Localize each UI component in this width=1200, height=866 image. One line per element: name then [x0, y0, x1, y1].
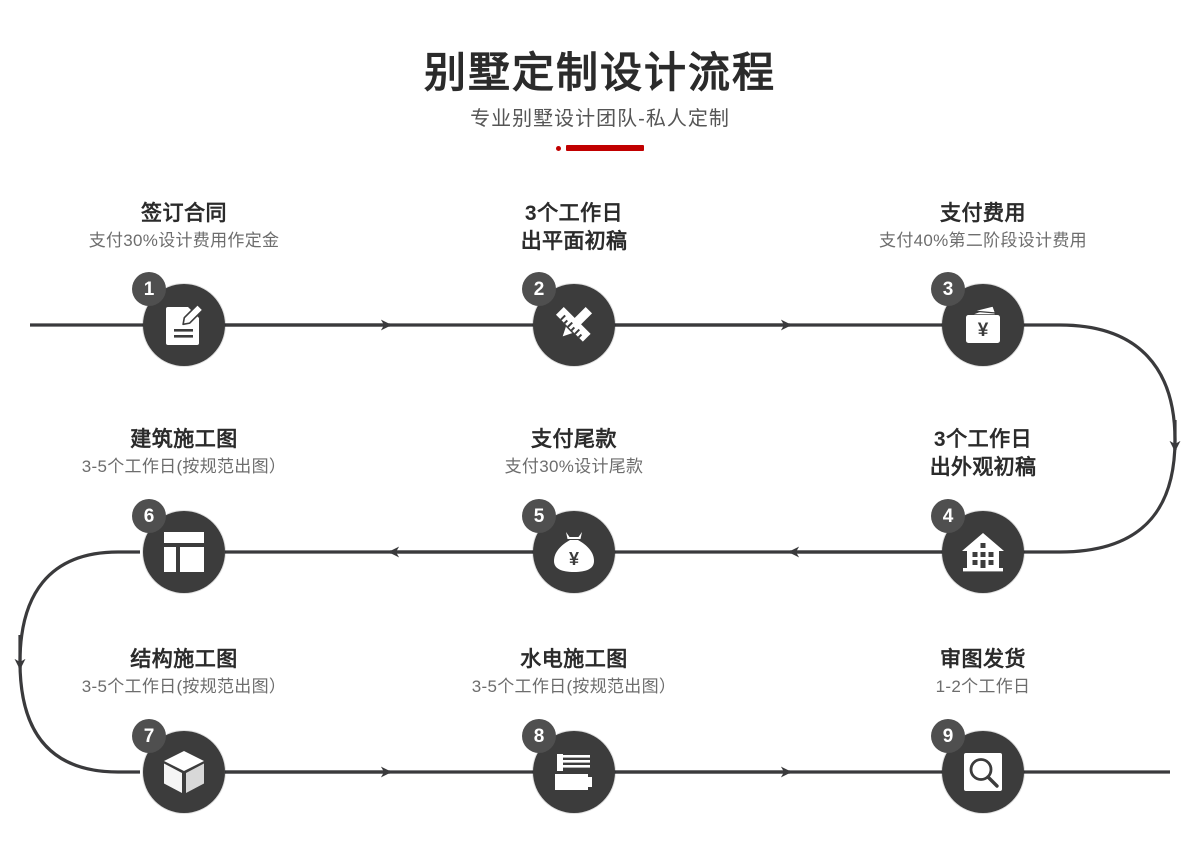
step-subtext: 出外观初稿 — [929, 456, 1037, 479]
floor-plan-icon — [143, 511, 225, 593]
step-bubble-5[interactable]: 5 ¥ — [522, 499, 615, 593]
page-subtitle: 专业别墅设计团队-私人定制 — [470, 108, 730, 131]
step-heading: 3个工作日 — [933, 428, 1033, 451]
step-node-1[interactable]: 签订合同 支付30%设计费用作定金 — [24, 200, 344, 254]
step-bubble-7[interactable]: 7 — [132, 719, 225, 813]
step-subtext: 支付40%第二阶段设计费用 — [879, 231, 1087, 250]
step-number-badge: 4 — [931, 499, 965, 533]
step-subtext: 支付30%设计尾款 — [504, 457, 644, 476]
accent-dot-icon — [556, 145, 561, 151]
step-heading: 水电施工图 — [520, 648, 628, 671]
pencil-ruler-icon — [533, 284, 615, 366]
header: 别墅定制设计流程 专业别墅设计团队-私人定制 — [0, 0, 1200, 152]
step-number-badge: 8 — [522, 719, 556, 753]
step-bubble-1[interactable]: 1 — [132, 272, 225, 366]
step-subtext: 3-5个工作日(按规范出图） — [81, 677, 287, 696]
step-number-badge: 6 — [132, 499, 166, 533]
step-node-5[interactable]: 支付尾款 支付30%设计尾款 — [414, 426, 734, 480]
step-heading: 签订合同 — [141, 202, 227, 225]
step-heading: 支付费用 — [940, 202, 1026, 225]
step-heading: 支付尾款 — [531, 428, 617, 451]
step-number-badge: 3 — [931, 272, 965, 306]
step-bubble-9[interactable]: 9 — [931, 719, 1024, 813]
document-pencil-icon — [143, 284, 225, 366]
step-bubble-8[interactable]: 8 — [522, 719, 615, 813]
step-bubble-3[interactable]: 3 ¥ — [931, 272, 1024, 366]
accent-bar-icon — [566, 145, 644, 152]
step-subtext: 出平面初稿 — [520, 230, 628, 253]
step-node-8[interactable]: 水电施工图 3-5个工作日(按规范出图） — [414, 646, 734, 700]
step-number-badge: 1 — [132, 272, 166, 306]
page-title: 别墅定制设计流程 — [423, 49, 776, 96]
house-icon — [942, 511, 1024, 593]
step-subtext: 3-5个工作日(按规范出图） — [81, 457, 287, 476]
step-number-badge: 7 — [132, 719, 166, 753]
step-bubble-4[interactable]: 4 — [931, 499, 1024, 593]
step-subtext: 3-5个工作日(按规范出图） — [471, 677, 677, 696]
money-bag-icon: ¥ — [533, 511, 615, 593]
step-heading: 建筑施工图 — [130, 428, 238, 451]
svg-text:¥: ¥ — [569, 549, 579, 569]
review-magnifier-icon — [942, 731, 1024, 813]
title-accent-rule — [0, 144, 1200, 152]
step-bubble-6[interactable]: 6 — [132, 499, 225, 593]
step-node-6[interactable]: 建筑施工图 3-5个工作日(按规范出图） — [24, 426, 344, 480]
step-node-2[interactable]: 3个工作日 出平面初稿 — [414, 200, 734, 256]
step-subtext: 1-2个工作日 — [935, 677, 1031, 696]
step-heading: 结构施工图 — [130, 648, 238, 671]
step-heading: 3个工作日 — [524, 202, 624, 225]
pipe-panel-icon — [533, 731, 615, 813]
svg-text:¥: ¥ — [978, 320, 989, 341]
step-heading: 审图发货 — [940, 648, 1026, 671]
step-node-9[interactable]: 审图发货 1-2个工作日 — [823, 646, 1143, 700]
step-node-4[interactable]: 3个工作日 出外观初稿 — [823, 426, 1143, 482]
step-subtext: 支付30%设计费用作定金 — [88, 231, 280, 250]
wallet-yuan-icon: ¥ — [942, 284, 1024, 366]
cube-icon — [143, 731, 225, 813]
step-node-3[interactable]: 支付费用 支付40%第二阶段设计费用 — [823, 200, 1143, 254]
step-number-badge: 2 — [522, 272, 556, 306]
step-number-badge: 5 — [522, 499, 556, 533]
step-bubble-2[interactable]: 2 — [522, 272, 615, 366]
step-node-7[interactable]: 结构施工图 3-5个工作日(按规范出图） — [24, 646, 344, 700]
step-number-badge: 9 — [931, 719, 965, 753]
